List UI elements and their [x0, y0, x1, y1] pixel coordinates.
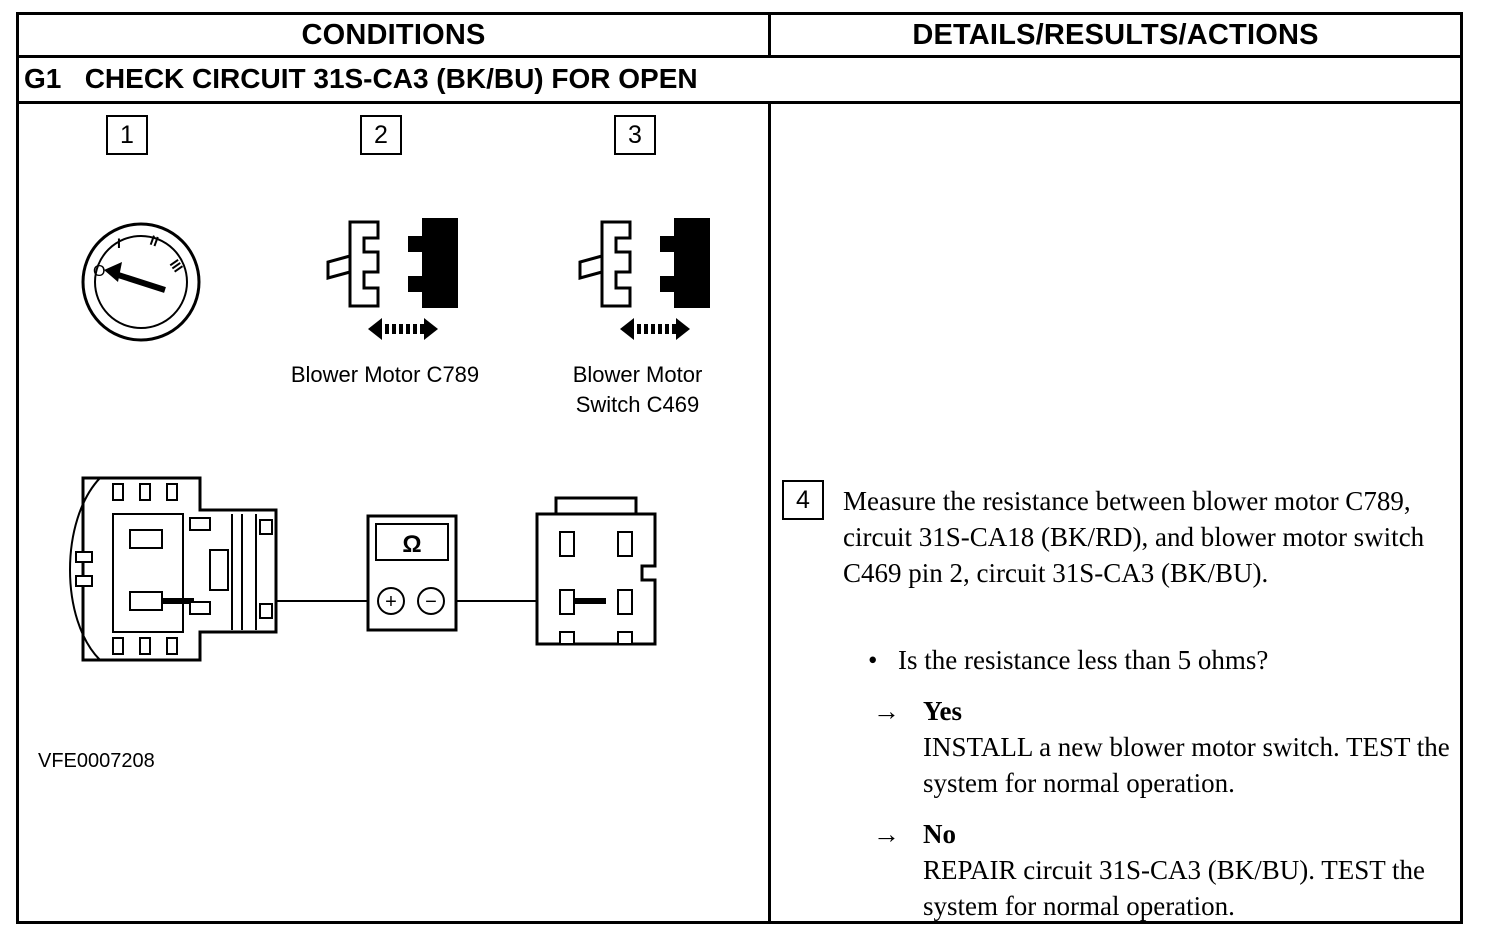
yes-label: Yes — [923, 696, 962, 726]
blower-motor-switch-connector-c469 — [535, 496, 657, 646]
instruction-text: Measure the resistance between blower mo… — [843, 486, 1425, 588]
yes-branch: → Yes INSTALL a new blower motor switch.… — [873, 693, 1463, 803]
step-number-3: 3 — [614, 115, 656, 155]
figure-reference: VFE0007208 — [38, 750, 155, 772]
ignition-pos-1: I — [117, 235, 121, 251]
minus-sign: − — [425, 591, 437, 613]
conditions-header: CONDITIONS — [301, 19, 486, 51]
table-frame — [16, 12, 1463, 924]
ignition-pos-0: O — [93, 263, 105, 280]
step-number-1: 1 — [106, 115, 148, 155]
step-number-2: 2 — [360, 115, 402, 155]
step-number-4: 4 — [782, 480, 824, 520]
no-branch: → No REPAIR circuit 31S-CA3 (BK/BU). TES… — [873, 816, 1463, 926]
caption-blower-motor-switch-line1: Blower Motor — [572, 362, 703, 387]
connector-disconnect-icon-c469 — [578, 218, 710, 340]
body-column-divider — [768, 101, 771, 924]
step-title-row: G1 CHECK CIRCUIT 31S-CA3 (BK/BU) FOR OPE… — [24, 58, 698, 102]
arrow-right-icon: → — [873, 819, 900, 849]
step-title: CHECK CIRCUIT 31S-CA3 (BK/BU) FOR OPEN — [84, 63, 698, 94]
bullet-icon: • — [868, 645, 878, 675]
no-action: REPAIR circuit 31S-CA3 (BK/BU). TEST the… — [923, 855, 1426, 921]
no-label: No — [923, 819, 956, 849]
step-4-instruction: Measure the resistance between blower mo… — [843, 483, 1458, 591]
header-divider — [16, 55, 1463, 58]
title-divider — [16, 101, 1463, 104]
positive-terminal — [377, 587, 405, 615]
details-header: DETAILS/RESULTS/ACTIONS — [912, 19, 1319, 51]
ohm-symbol: Ω — [402, 531, 421, 558]
plus-sign: + — [385, 591, 397, 613]
negative-terminal — [417, 587, 445, 615]
header-column-divider — [768, 12, 771, 57]
question-row: • Is the resistance less than 5 ohms? — [868, 642, 1268, 678]
yes-action: INSTALL a new blower motor switch. TEST … — [923, 732, 1450, 798]
ohmmeter: Ω + − — [366, 514, 458, 632]
ignition-switch-icon: O I II III — [81, 222, 201, 342]
connector-disconnect-icon-c789 — [326, 218, 458, 340]
blower-motor-connector-c789 — [69, 476, 278, 662]
step-id: G1 — [24, 63, 62, 94]
arrow-right-icon: → — [873, 696, 900, 726]
caption-blower-motor-c789: Blower Motor C789 — [290, 362, 480, 387]
question-text: Is the resistance less than 5 ohms? — [898, 645, 1269, 675]
caption-blower-motor-switch-line2: Switch C469 — [575, 392, 700, 417]
